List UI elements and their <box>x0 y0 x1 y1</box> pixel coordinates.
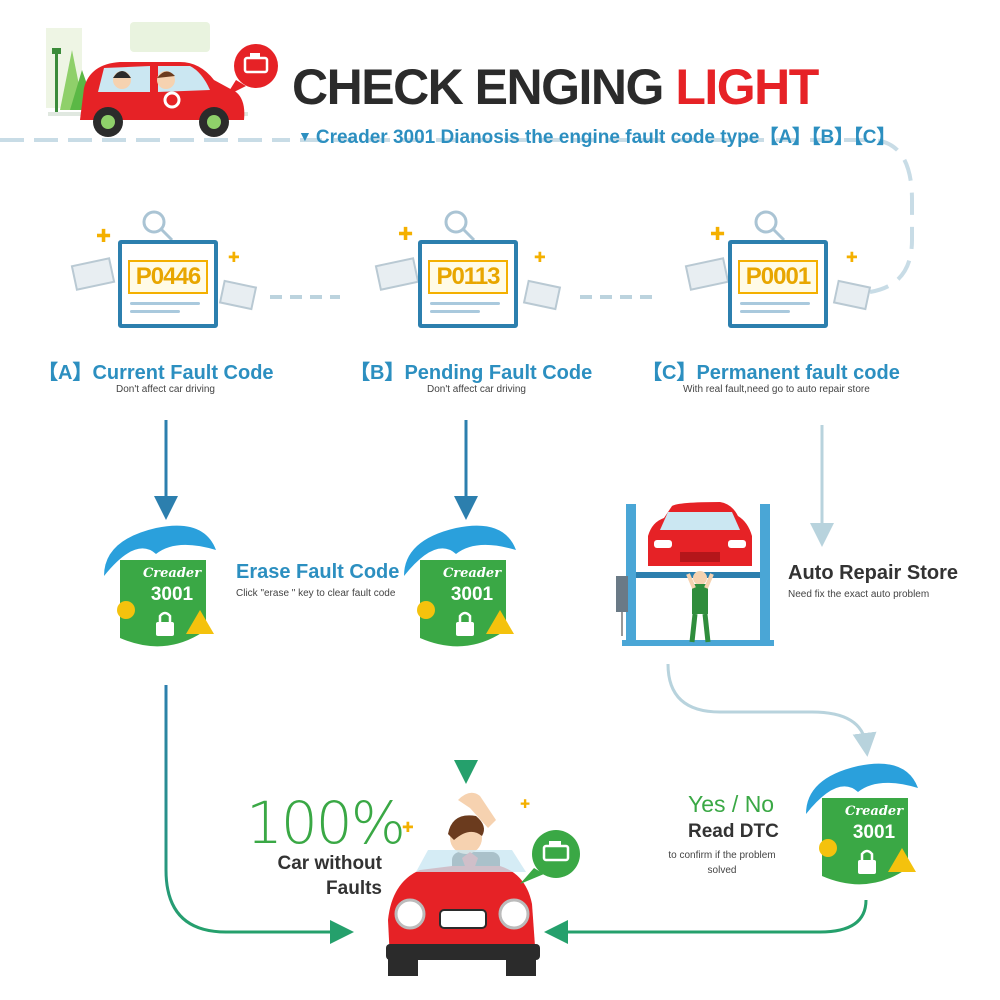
section-note-c: With real fault,need go to auto repair s… <box>683 384 870 395</box>
creader-device-badge: Creader 3001 <box>396 510 536 650</box>
device-model: 3001 <box>450 584 494 605</box>
erase-title: Erase Fault Code <box>236 561 400 583</box>
arrows-lower <box>164 663 877 944</box>
fault-code-card-a: P0446 <box>118 240 218 328</box>
svg-text:✚: ✚ <box>710 224 725 245</box>
card-line <box>740 302 810 305</box>
creader-device-badge: Creader 3001 <box>798 748 938 888</box>
shield-badge-1 <box>104 525 216 647</box>
card-line <box>130 302 200 305</box>
device-brand: Creader <box>844 804 904 819</box>
section-title-c: 【C】Permanent fault code <box>642 362 900 384</box>
auto-repair-illustration <box>616 502 774 646</box>
repair-note: Need fix the exact auto problem <box>788 589 930 600</box>
erase-note: Click "erase " key to clear fault code <box>236 588 396 599</box>
fault-code-value: P0001 <box>738 260 818 294</box>
fault-code-card-b: P0113 <box>418 240 518 328</box>
fault-code-card-c: P0001 <box>728 240 828 328</box>
subtitle-text: Creader 3001 Dianosis the engine fault c… <box>315 127 896 148</box>
yes-no-label: Yes / No <box>688 791 775 817</box>
arrows-down <box>154 420 834 547</box>
section-note-b: Don't affect car driving <box>427 384 526 395</box>
device-brand: Creader <box>442 566 502 581</box>
repair-title: Auto Repair Store <box>788 562 959 584</box>
percent-label: 100% <box>246 789 406 857</box>
device-brand: Creader <box>142 566 202 581</box>
triangle-down-icon: ▼ <box>298 128 312 144</box>
card-line <box>130 310 180 313</box>
device-model: 3001 <box>852 822 896 843</box>
shield-badge-3 <box>806 763 918 885</box>
header-dashed-path <box>0 138 914 299</box>
section-note-a: Don't affect car driving <box>116 384 215 395</box>
card-line <box>740 310 790 313</box>
title-red: LIGHT <box>675 59 819 115</box>
shield-badge-2 <box>404 525 516 647</box>
device-model: 3001 <box>150 584 194 605</box>
svg-text:✚: ✚ <box>96 226 111 247</box>
result-title: Car without Faults <box>262 851 383 901</box>
svg-text:✚: ✚ <box>228 250 240 266</box>
result-title-line1: Car without <box>277 853 383 874</box>
svg-text:✚: ✚ <box>402 820 414 836</box>
page-title: CHECK ENGING LIGHT <box>292 59 819 115</box>
section-title-a: 【A】Current Fault Code <box>38 362 274 384</box>
card-line <box>430 310 480 313</box>
card-line <box>430 302 500 305</box>
result-title-line2: Faults <box>326 878 382 899</box>
section-title-b: 【B】Pending Fault Code <box>350 362 593 384</box>
magnifier-icons <box>142 210 786 242</box>
page-subtitle: ▼Creader 3001 Dianosis the engine fault … <box>298 122 896 149</box>
ticket-icons <box>70 257 872 311</box>
title-dark: CHECK ENGING <box>292 59 664 115</box>
svg-text:✚: ✚ <box>398 224 413 245</box>
fault-code-value: P0446 <box>128 260 208 294</box>
code-card-decorations: ✚ ✚ ✚ ✚ ✚ ✚ <box>96 224 858 266</box>
creader-device-badge: Creader 3001 <box>96 510 236 650</box>
svg-text:✚: ✚ <box>520 797 530 811</box>
read-dtc-note: to confirm if the problem solved <box>668 850 776 876</box>
happy-driver-illustration: ✚ ✚ <box>386 792 580 976</box>
svg-text:✚: ✚ <box>846 250 858 266</box>
read-dtc-title: Read DTC <box>688 821 779 842</box>
header-car-illustration <box>46 22 278 137</box>
fault-code-value: P0113 <box>428 260 508 294</box>
svg-text:✚: ✚ <box>534 250 546 266</box>
